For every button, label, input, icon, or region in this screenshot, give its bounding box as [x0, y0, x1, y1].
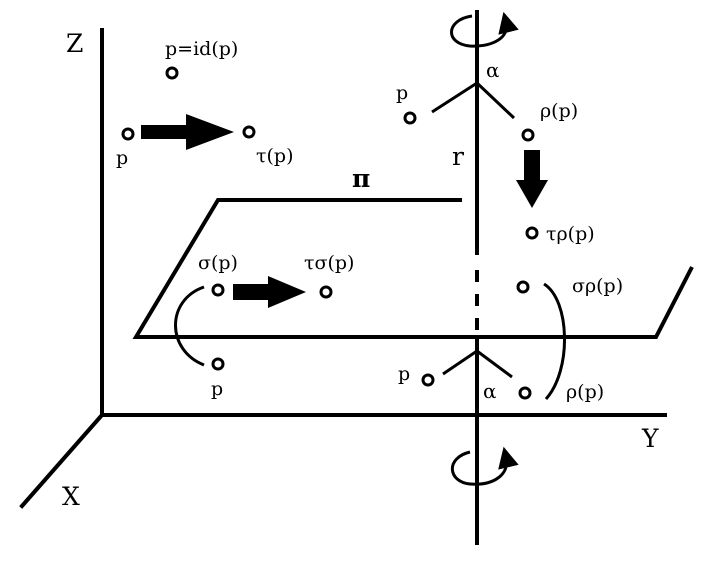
- label-p-left: p: [116, 147, 128, 169]
- point-p-identity: [165, 66, 179, 80]
- identity-group: p=id(p) p τ(p): [116, 38, 294, 169]
- x-axis: [19, 412, 105, 509]
- label-tau-rho-p: τρ(p): [546, 223, 595, 245]
- point-p-bottom: [421, 373, 435, 387]
- label-rho-p-top: ρ(p): [540, 100, 578, 122]
- point-p-reflection: [211, 357, 225, 371]
- label-sigma-p: σ(p): [198, 252, 238, 274]
- translation-arrow-down: [516, 150, 548, 208]
- point-rho-p-top: [521, 128, 535, 142]
- translation-arrow-middle: [233, 276, 306, 308]
- point-sigma-p: [211, 283, 225, 297]
- z-axis-label: Z: [66, 29, 83, 58]
- rotation-bottom-group: α p σρ(p) ρ(p): [398, 275, 623, 403]
- reflection-bracket-left: [174, 285, 205, 367]
- label-rho-p-bottom: ρ(p): [566, 381, 604, 403]
- label-id-p: p=id(p): [165, 38, 238, 60]
- rotation-top-group: α p ρ(p) τρ(p): [396, 58, 595, 245]
- label-p-reflection: p: [211, 378, 223, 400]
- plane-pi-label: π: [352, 164, 370, 193]
- rotation-arrow-top: [450, 11, 519, 48]
- angle-alpha-bottom: α: [483, 379, 497, 403]
- coordinate-axes: [19, 28, 667, 509]
- point-sigma-rho-p: [516, 280, 530, 294]
- point-rho-p-bottom: [518, 386, 532, 400]
- axis-r-label: r: [452, 142, 464, 171]
- label-tau-p: τ(p): [256, 145, 294, 167]
- reflection-bracket-right: [543, 282, 566, 400]
- translation-arrow-top: [141, 114, 234, 150]
- label-p-top: p: [396, 82, 408, 104]
- angle-alpha-top: α: [486, 58, 500, 82]
- y-axis-label: Y: [641, 424, 659, 453]
- plane-pi: [132, 198, 694, 339]
- point-tau-rho-p: [525, 226, 539, 240]
- x-axis-label: X: [62, 482, 80, 511]
- point-tau-sigma-p: [319, 285, 333, 299]
- point-tau-p: [242, 125, 256, 139]
- label-sigma-rho-p: σρ(p): [572, 275, 623, 297]
- point-p-left: [121, 127, 135, 141]
- label-tau-sigma-p: τσ(p): [304, 252, 354, 274]
- reflection-group: σ(p) τσ(p) p: [174, 252, 354, 400]
- label-p-bottom: p: [398, 363, 410, 385]
- point-p-top: [403, 111, 417, 125]
- rotation-arrow-bottom: [450, 446, 519, 486]
